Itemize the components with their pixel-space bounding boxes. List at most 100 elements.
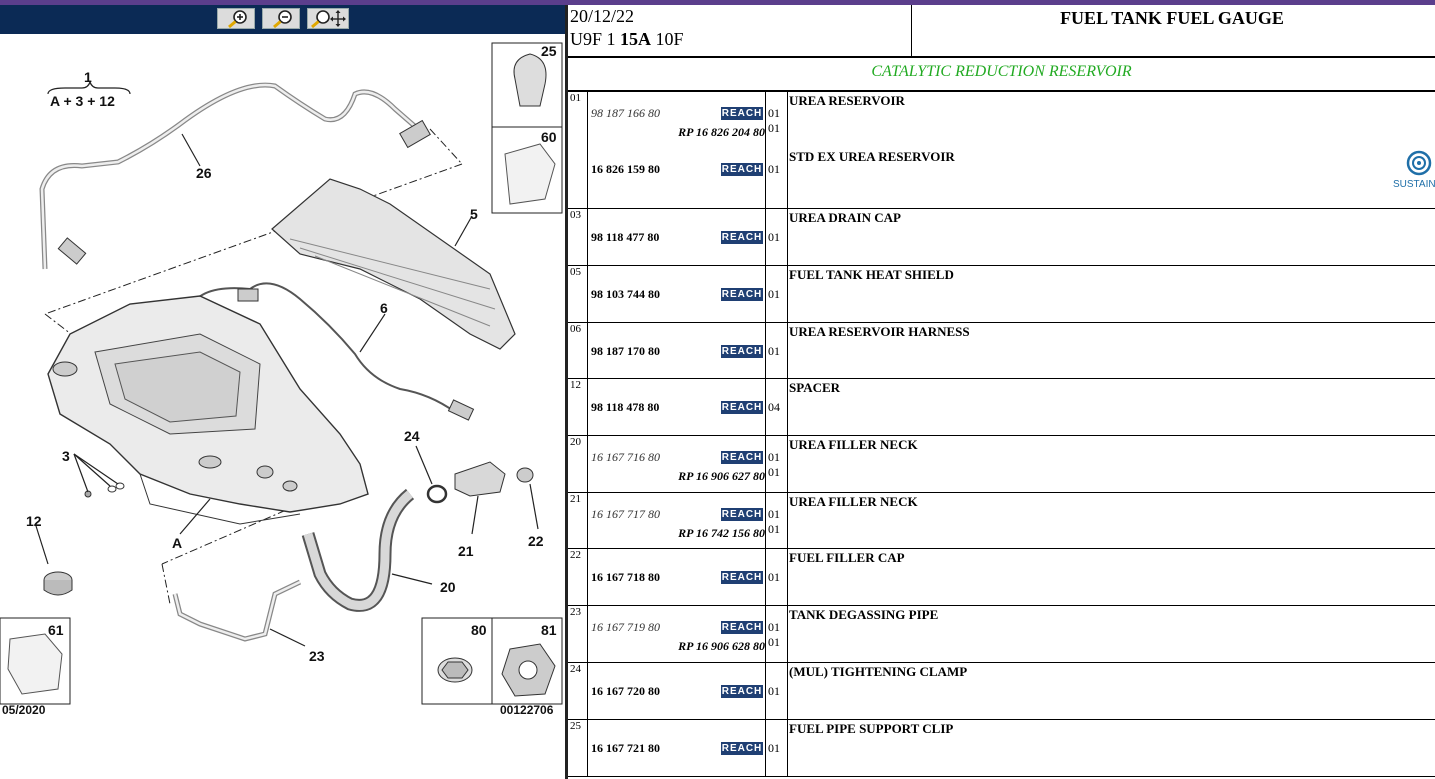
reach-badge[interactable]: REACH [721,288,763,301]
quantity: 01 [768,635,780,649]
row-index: 22 [568,549,588,605]
diagram-label: 12 [26,513,42,529]
reach-badge[interactable]: REACH [721,508,763,521]
panel-divider [565,5,568,779]
quantity: 01 [768,344,780,358]
diagram-label: 60 [541,129,557,145]
quantity: 04 [768,400,780,414]
reach-badge[interactable]: REACH [721,231,763,244]
reference-cell: 16 167 720 80 REACH [588,663,766,719]
part-reference[interactable]: 98 187 170 80 [591,344,660,358]
reach-badge[interactable]: REACH [721,451,763,464]
row-index: 03 [568,209,588,265]
reach-badge[interactable]: REACH [721,163,763,176]
reference-cell: 16 167 716 80 REACH RP 16 906 627 80 [588,436,766,492]
zoom-pan-icon [311,10,346,28]
reach-badge[interactable]: REACH [721,685,763,698]
replacement-reference[interactable]: RP 16 826 204 80 [678,125,765,139]
exploded-parts-diagram: 1 A + 3 + 12 26 25 60 5 6 3 12 24 21 22 … [0,42,563,705]
replacement-reference[interactable]: RP 16 906 628 80 [678,639,765,653]
diagram-label: 1 [84,69,92,85]
row-index: 20 [568,436,588,492]
part-reference[interactable]: 16 167 719 80 [591,620,660,634]
row-index: 12 [568,379,588,435]
zoom-in-button[interactable] [217,8,255,29]
diagram-label: 24 [404,428,420,444]
reference-cell: 16 167 717 80 REACH RP 16 742 156 80 [588,493,766,548]
reference-cell: 16 167 719 80 REACH RP 16 906 628 80 [588,606,766,662]
diagram-label: 80 [471,622,487,638]
reach-badge[interactable]: REACH [721,345,763,358]
quantity: 01 [768,121,780,135]
description-cell: UREA FILLER NECK [787,493,1435,548]
row-index: 05 [568,266,588,322]
replacement-reference[interactable]: RP 16 906 627 80 [678,469,765,483]
part-reference[interactable]: 98 118 477 80 [591,230,660,244]
part-description: UREA FILLER NECK [789,494,918,509]
reach-badge[interactable]: REACH [721,621,763,634]
part-reference[interactable]: 98 103 744 80 [591,287,660,301]
reference-cell: 16 167 718 80 REACH [588,549,766,605]
diagram-label: 81 [541,622,557,638]
part-description: (MUL) TIGHTENING CLAMP [789,664,968,679]
part-description: UREA FILLER NECK [789,437,918,452]
description-cell: FUEL FILLER CAP [787,549,1435,605]
part-description: TANK DEGASSING PIPE [789,607,939,622]
quantity: 01 [768,450,780,464]
diagram-label: 21 [458,543,474,559]
reach-badge[interactable]: REACH [721,742,763,755]
table-row[interactable]: 01 98 187 166 80 REACH RP 16 826 204 80 16 8… [568,92,1435,209]
diagram-image-ref: 00122706 [500,703,554,717]
quantity: 01 [768,162,780,176]
page-title: FUEL TANK FUEL GAUGE [1060,8,1284,28]
header-info: 20/12/22 U9F 1 15A 10F [568,5,912,56]
reference-cell: 98 103 744 80 REACH [588,266,766,322]
diagram-label: 20 [440,579,456,595]
reference-cell: 98 118 478 80 REACH [588,379,766,435]
part-reference[interactable]: 16 167 721 80 [591,741,660,755]
zoom-out-button[interactable] [262,8,300,29]
reach-badge[interactable]: REACH [721,107,763,120]
part-reference[interactable]: 16 826 159 80 [591,162,660,176]
diagram-label: 3 [62,448,70,464]
reach-badge[interactable]: REACH [721,571,763,584]
description-cell: (MUL) TIGHTENING CLAMP [787,663,1435,719]
header-date: 20/12/22 [570,6,635,26]
description-cell: UREA FILLER NECK [787,436,1435,492]
quantity-cell: 04 [765,379,788,435]
description-cell: FUEL PIPE SUPPORT CLIP [787,720,1435,776]
part-reference[interactable]: 16 167 718 80 [591,570,660,584]
quantity: 01 [768,507,780,521]
row-index: 06 [568,323,588,378]
diagram-panel: 1 A + 3 + 12 26 25 60 5 6 3 12 24 21 22 … [0,5,565,779]
quantity: 01 [768,570,780,584]
replacement-reference[interactable]: RP 16 742 156 80 [678,526,765,540]
description-cell: UREA DRAIN CAP [787,209,1435,265]
part-reference[interactable]: 98 187 166 80 [591,106,660,120]
reach-badge[interactable]: REACH [721,401,763,414]
zoom-pan-button[interactable] [307,8,349,29]
diagram-label: 23 [309,648,325,664]
quantity: 01 [768,465,780,479]
part-reference[interactable]: 16 167 716 80 [591,450,660,464]
part-reference[interactable]: 16 167 720 80 [591,684,660,698]
part-description: UREA DRAIN CAP [789,210,901,225]
part-reference[interactable]: 16 167 717 80 [591,507,660,521]
reference-cell: 16 167 721 80 REACH [588,720,766,776]
quantity: 01 [768,741,780,755]
diagram-date-code: 05/2020 [2,703,46,717]
part-reference[interactable]: 98 118 478 80 [591,400,660,414]
